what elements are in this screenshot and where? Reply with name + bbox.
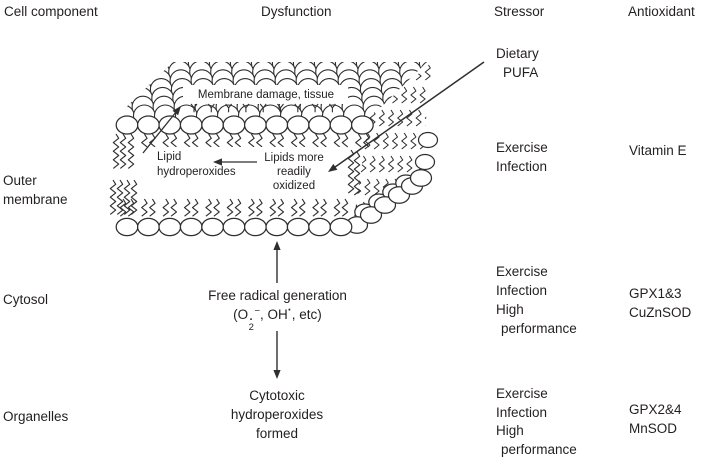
formula-part: , OH [260,307,288,322]
label-line: MnSOD [629,421,678,436]
cytotoxic-label: Cytotoxic hydroperoxides formed [192,386,362,443]
membrane-damage-band [183,85,348,113]
radical-dot: · [287,302,292,317]
formula-part: (O [233,307,249,322]
label-line: hydroperoxides [230,407,324,422]
superscript-minus: − [254,305,261,317]
stressor-outer-membrane: Exercise Infection [496,138,548,176]
lipids-oxidized-label: Lipids more readily oxidized [252,151,336,193]
column-header-dysfunction: Dysfunction [261,4,332,19]
free-radical-formula: (O·2−, OH·, etc) [170,302,385,333]
antioxidant-vitamin-e: Vitamin E [629,141,687,160]
label-line: High [496,423,524,438]
radical-dot: · [249,314,254,326]
label-line: Outer [3,173,37,188]
label-line: Exercise [496,264,548,279]
label-line: Vitamin E [629,143,687,158]
label-line: GPX2&4 [629,402,682,417]
subscript-two: 2 [248,322,254,333]
label-line: Organelles [3,409,69,424]
membrane-damage-label: Membrane damage, tissue [197,89,335,101]
label-line: Lipids more [264,152,324,164]
free-radical-label: Free radical generation (O·2−, OH·, etc) [170,286,385,332]
label-line: Infection [496,283,548,298]
label-line: Lipid [157,151,182,163]
label-line: performance [501,441,577,457]
label-line: CuZnSOD [629,305,692,320]
column-header-antioxidant: Antioxidant [628,4,695,19]
cell-component-cytosol: Cytosol [3,290,48,309]
label-line: Exercise [496,140,548,155]
label-line: Infection [496,404,548,420]
stressor-dietary-pufa: Dietary PUFA [496,44,539,82]
cell-component-organelles: Organelles [3,407,68,426]
lipid-hydroperoxides-label: Lipid hydroperoxides [157,150,257,180]
column-header-cell-component: Cell component [4,4,98,19]
label-line: Cytosol [3,292,49,307]
membrane-front-face [109,115,439,237]
antioxidant-organelles: GPX2&4 MnSOD [629,400,682,438]
label-line: readily [277,166,311,178]
column-header-stressor: Stressor [494,4,545,19]
label-line: oxidized [272,180,316,192]
antioxidant-cytosol: GPX1&3 CuZnSOD [629,284,691,322]
label-line: GPX1&3 [629,286,682,301]
label-line: formed [255,426,299,441]
label-line: High [496,302,524,317]
label-line: membrane [3,192,68,207]
superoxide-stack: ·2 [248,314,254,333]
cell-component-outer-membrane: Outer membrane [3,171,68,209]
label-line: performance [501,321,577,336]
stressor-cytosol: Exercise Infection High performance [496,262,577,338]
label-line: Infection [496,159,548,174]
formula-part: , etc) [291,307,322,322]
label-line: hydroperoxides [157,166,236,178]
label-line: PUFA [503,65,539,80]
diagram-arrows [142,61,485,379]
label-line: Free radical generation [208,288,347,303]
label-line: Exercise [496,386,548,401]
stressor-organelles: Exercise Infection High performance [496,385,577,457]
label-line: Cytotoxic [249,388,305,403]
label-line: Dietary [496,46,539,61]
